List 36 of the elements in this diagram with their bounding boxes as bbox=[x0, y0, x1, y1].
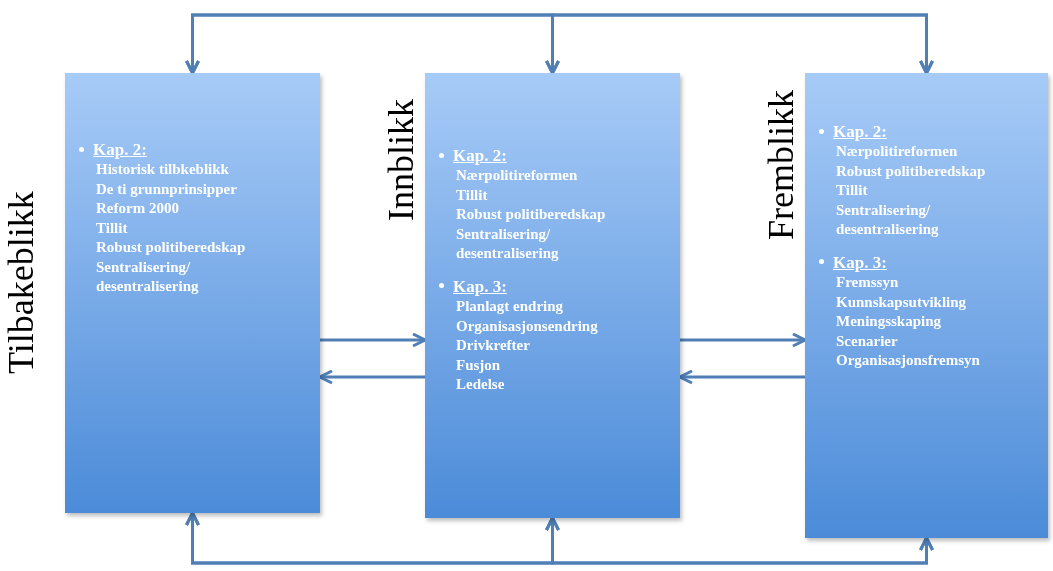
topic-item: Nærpolitireformen bbox=[455, 166, 579, 186]
topic-item: Fremssyn bbox=[835, 273, 900, 292]
topic-item: De ti grunnprinsipper bbox=[95, 179, 238, 199]
chapter-heading: Kap. 2: bbox=[819, 121, 1048, 143]
topic-item: Meningsskaping bbox=[835, 312, 943, 331]
arrow bbox=[680, 332, 807, 348]
topic-item: Scenarier bbox=[835, 331, 899, 351]
topic-item: Nærpolitireformen bbox=[835, 142, 959, 162]
topic-item: Robust politiberedskap bbox=[835, 161, 987, 181]
topic-item: Robust politiberedskap bbox=[455, 205, 607, 225]
panel-title: Tilbakeblikk bbox=[3, 190, 39, 377]
arrow bbox=[185, 511, 934, 565]
topic-item: Organisasjonsfremsyn bbox=[835, 351, 981, 370]
topic-item: Robust politiberedskap bbox=[95, 238, 247, 258]
topic-item: Tillit bbox=[835, 181, 869, 201]
chapter-heading: Kap. 2: bbox=[79, 139, 320, 161]
arrow bbox=[320, 332, 427, 348]
topic-item: Reform 2000 bbox=[95, 199, 180, 219]
topic-item: Sentralisering/ desentralisering bbox=[835, 200, 940, 240]
topic-item: Kunnskapsutvikling bbox=[835, 292, 968, 312]
topic-item: Fusjon bbox=[455, 355, 502, 375]
topic-item: Historisk tilbkeblikk bbox=[95, 160, 230, 180]
topic-item: Drivkrefter bbox=[455, 336, 531, 355]
chapter-heading: Kap. 3: bbox=[819, 251, 1048, 273]
topic-item: Tillit bbox=[455, 185, 489, 205]
chapter-heading: Kap. 2: bbox=[439, 145, 680, 167]
topic-item: Planlagt endring bbox=[455, 297, 565, 316]
topic-item: Organisasjonsendring bbox=[455, 316, 599, 336]
topic-item: Tillit bbox=[95, 218, 129, 238]
arrow bbox=[185, 13, 934, 75]
chapter-heading: Kap. 3: bbox=[439, 275, 680, 297]
topic-item: Sentralisering/ desentralisering bbox=[95, 257, 200, 297]
panel-title: Fremblikk bbox=[763, 89, 799, 242]
panel-title: Innblikk bbox=[383, 98, 419, 223]
topic-item: Ledelse bbox=[455, 375, 506, 394]
topic-item: Sentralisering/ desentralisering bbox=[455, 224, 560, 264]
